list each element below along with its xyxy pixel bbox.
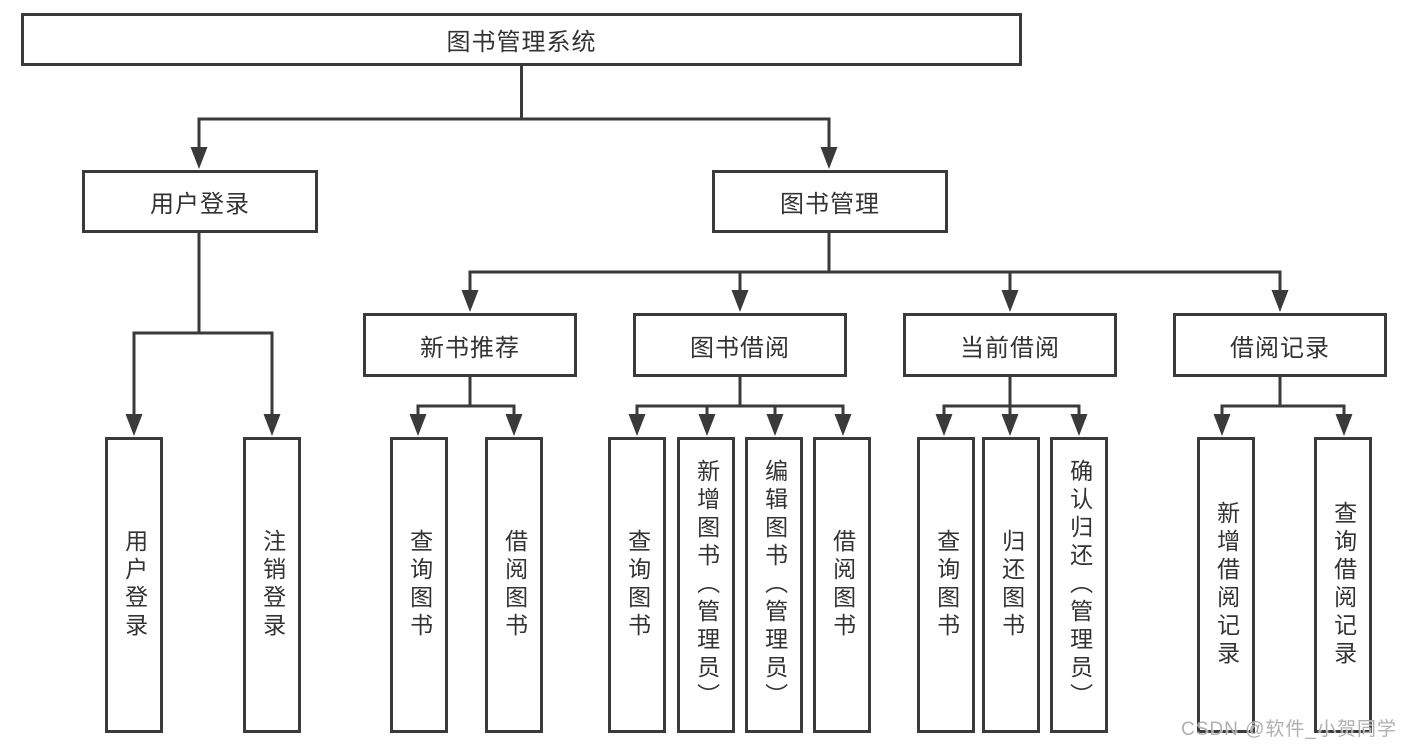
node-label: 查询图书: [406, 529, 433, 641]
node-label: 图书借阅: [690, 334, 790, 362]
node-label: 查询借阅记录: [1330, 501, 1357, 669]
leaf-query-books-current: 查询图书: [917, 437, 975, 733]
leaf-query-books-borrow: 查询图书: [608, 437, 666, 733]
node-label: 新增借阅记录: [1213, 501, 1240, 669]
node-label: 确认归还（管理员）: [1066, 459, 1093, 711]
leaf-query-books-recommend: 查询图书: [390, 437, 448, 733]
node-current-borrow: 当前借阅: [903, 313, 1117, 377]
node-label: 当前借阅: [960, 334, 1060, 362]
node-label: 借阅记录: [1230, 334, 1330, 362]
leaf-confirm-return-admin: 确认归还（管理员）: [1050, 437, 1108, 733]
leaf-logout: 注销登录: [243, 437, 301, 733]
node-label: 用户登录: [150, 191, 250, 218]
node-book-borrow: 图书借阅: [633, 313, 847, 377]
node-user-login: 用户登录: [82, 170, 318, 233]
leaf-return-book: 归还图书: [982, 437, 1040, 733]
node-book-management: 图书管理: [712, 170, 948, 233]
node-label: 图书管理系统: [446, 29, 597, 56]
leaf-query-borrow-record: 查询借阅记录: [1314, 437, 1372, 733]
leaf-edit-book-admin: 编辑图书（管理员）: [745, 437, 803, 733]
csdn-watermark: CSDN @软件_小贺同学: [1181, 719, 1397, 740]
node-label: 编辑图书（管理员）: [761, 459, 788, 711]
node-library-system: 图书管理系统: [21, 13, 1022, 66]
node-borrow-records: 借阅记录: [1173, 313, 1387, 377]
node-new-book-recommend: 新书推荐: [363, 313, 577, 377]
node-label: 注销登录: [259, 529, 286, 641]
node-label: 归还图书: [998, 529, 1025, 641]
leaf-borrow-books-recommend: 借阅图书: [485, 437, 543, 733]
node-label: 图书管理: [780, 191, 880, 218]
node-label: 新书推荐: [420, 334, 520, 362]
node-label: 新增图书（管理员）: [693, 459, 720, 711]
leaf-user-login: 用户登录: [105, 437, 163, 733]
leaf-add-book-admin: 新增图书（管理员）: [677, 437, 735, 733]
node-label: 查询图书: [933, 529, 960, 641]
leaf-borrow-books: 借阅图书: [813, 437, 871, 733]
node-label: 用户登录: [121, 529, 148, 641]
node-label: 查询图书: [624, 529, 651, 641]
node-label: 借阅图书: [501, 529, 528, 641]
node-label: 借阅图书: [829, 529, 856, 641]
leaf-add-borrow-record: 新增借阅记录: [1197, 437, 1255, 733]
